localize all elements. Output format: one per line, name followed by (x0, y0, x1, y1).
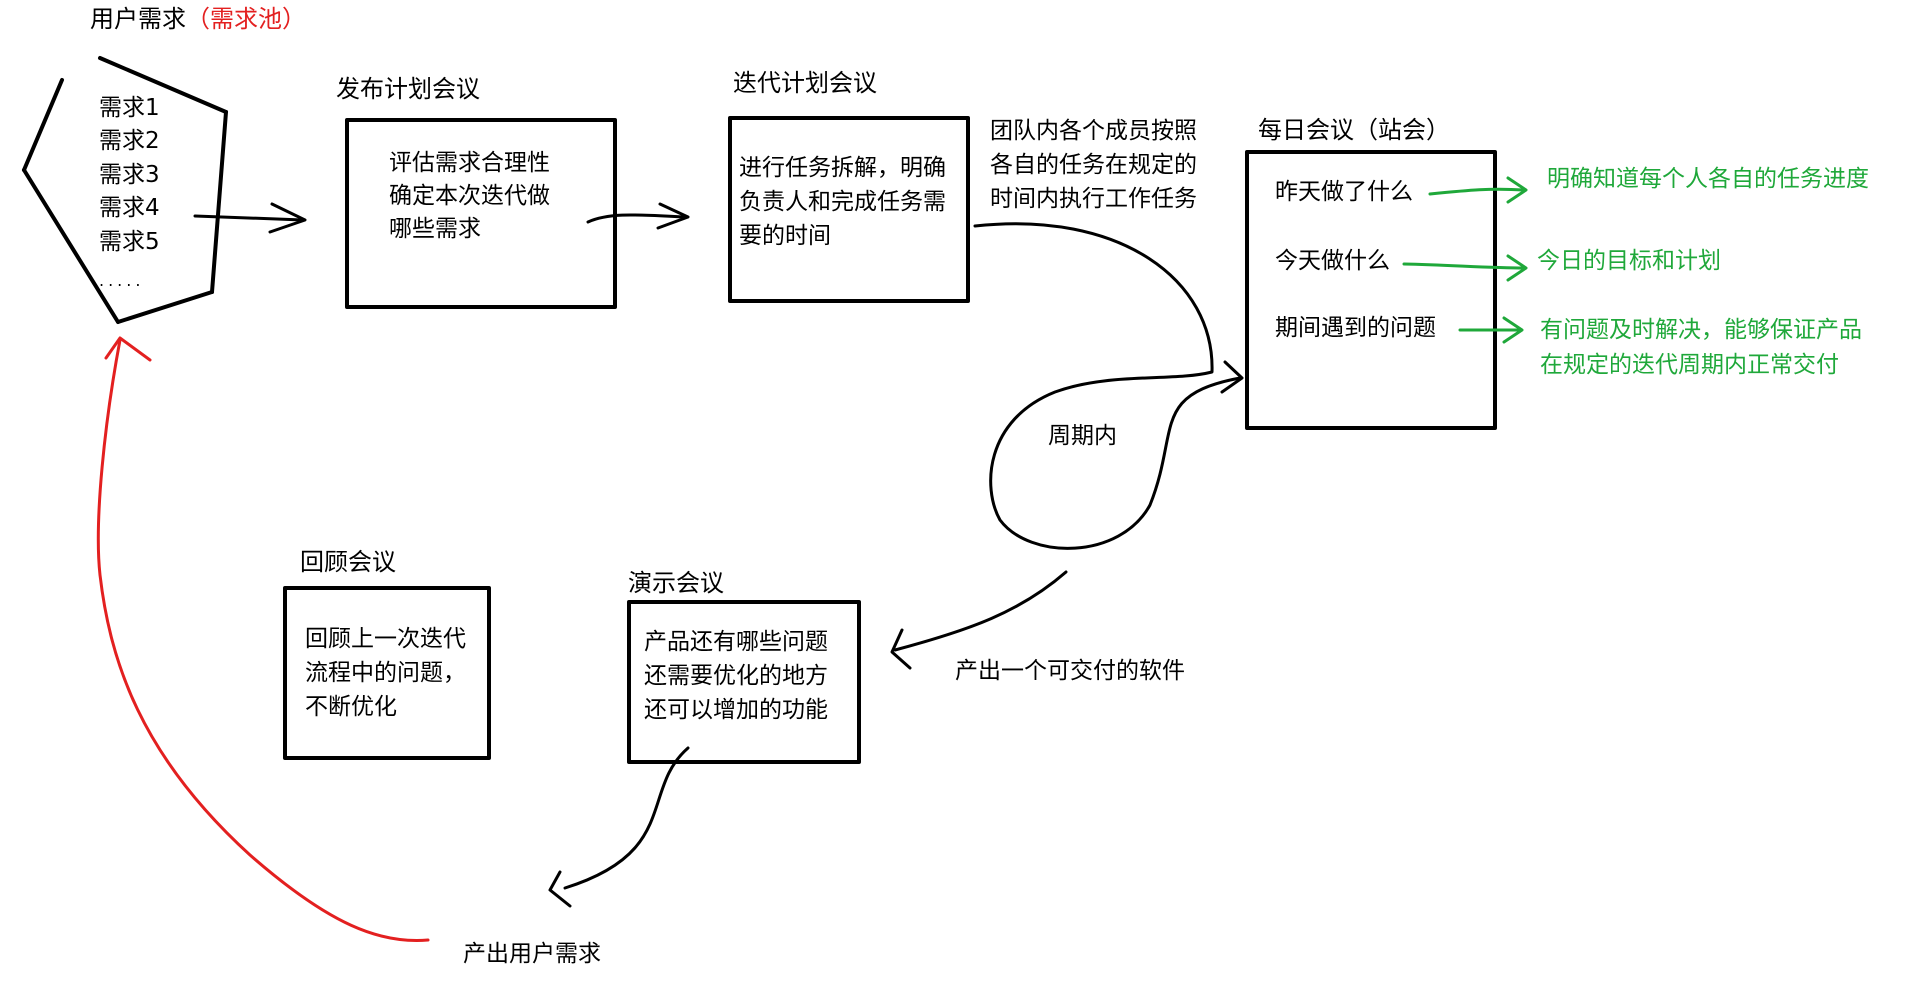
demo-meeting-line: 还需要优化的地方 (644, 663, 828, 689)
daily-result: 今日的目标和计划 (1537, 248, 1721, 274)
iteration-planning-line: 进行任务拆解，明确 (739, 155, 946, 181)
diagram-title: 用户需求（需求池） (90, 2, 306, 36)
team-note-line: 团队内各个成员按照 (990, 118, 1197, 144)
iteration-planning-line: 负责人和完成任务需 (739, 189, 946, 215)
arrow-pool-to-release (193, 202, 307, 234)
arrow-to-demo (890, 570, 1068, 670)
daily-result: 在规定的迭代周期内正常交付 (1540, 352, 1839, 378)
pool-item: 需求3 (99, 162, 160, 188)
green-arrow-yesterday (1428, 176, 1528, 204)
demo-meeting-box (627, 600, 861, 764)
output-label: 产出用户需求 (463, 941, 601, 967)
demo-meeting-line: 产品还有哪些问题 (644, 629, 828, 655)
daily-meeting-item: 今天做什么 (1275, 248, 1390, 274)
demo-meeting-line: 还可以增加的功能 (644, 697, 828, 723)
team-note-line: 各自的任务在规定的 (990, 152, 1197, 178)
release-planning-line: 确定本次迭代做 (389, 183, 550, 209)
iteration-planning-line: 要的时间 (739, 223, 831, 249)
daily-meeting-label: 每日会议（站会） (1258, 116, 1450, 144)
daily-meeting-item: 期间遇到的问题 (1275, 315, 1436, 341)
release-planning-line: 评估需求合理性 (389, 150, 550, 176)
daily-meeting-box (1245, 150, 1497, 430)
team-note-line: 时间内执行工作任务 (990, 186, 1197, 212)
demo-meeting-label: 演示会议 (628, 569, 724, 597)
release-planning-line: 哪些需求 (389, 216, 481, 242)
title-main: 用户需求 (90, 5, 186, 33)
pool-item: 需求5 (99, 229, 160, 255)
daily-meeting-item: 昨天做了什么 (1275, 179, 1413, 205)
daily-result: 有问题及时解决，能够保证产品 (1540, 317, 1862, 343)
release-planning-label: 发布计划会议 (336, 75, 480, 103)
retro-meeting-label: 回顾会议 (300, 548, 396, 576)
retro-meeting-box (283, 586, 491, 760)
pool-item: 需求4 (99, 195, 160, 221)
green-arrow-today (1402, 254, 1528, 282)
arrow-demo-to-output (548, 746, 690, 908)
requirement-pool-shape (22, 56, 228, 324)
feedback-arrow (96, 336, 430, 942)
iteration-planning-label: 迭代计划会议 (733, 69, 877, 97)
pool-item: 需求1 (99, 95, 160, 121)
iteration-planning-box (728, 116, 970, 303)
arrow-release-to-iteration (586, 202, 690, 230)
green-arrow-issues (1458, 316, 1524, 344)
pool-item: 需求2 (99, 128, 160, 154)
retro-meeting-line: 流程中的问题， (305, 660, 466, 686)
pool-item-more: ..... (99, 271, 145, 290)
deliverable-label: 产出一个可交付的软件 (955, 658, 1185, 684)
retro-meeting-line: 回顾上一次迭代 (305, 626, 466, 652)
cycle-loop-curve (973, 222, 1244, 550)
cycle-label: 周期内 (1048, 423, 1117, 449)
title-pool: （需求池） (186, 5, 306, 33)
retro-meeting-line: 不断优化 (305, 694, 397, 720)
daily-result: 明确知道每个人各自的任务进度 (1547, 166, 1869, 192)
release-planning-box (345, 118, 617, 309)
